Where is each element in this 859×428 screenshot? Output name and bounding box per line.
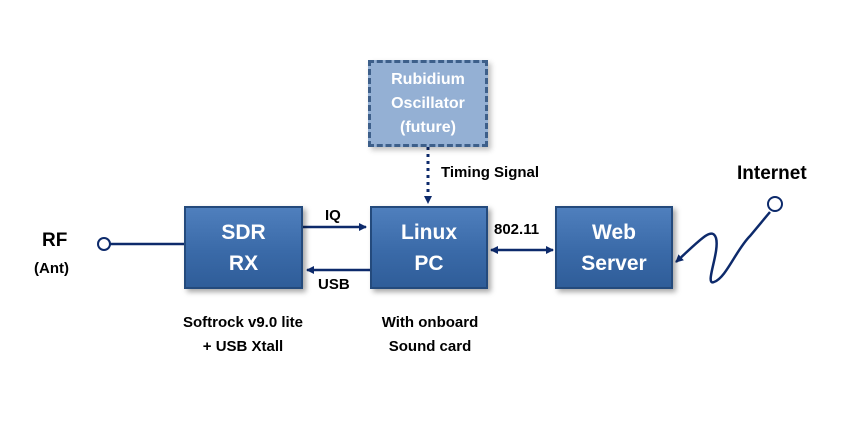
wifi-label: 802.11 bbox=[494, 221, 540, 238]
linux-caption-line2: Sound card bbox=[388, 338, 472, 355]
usb-label: USB bbox=[318, 276, 350, 293]
sdr-caption-line1: Softrock v9.0 lite bbox=[182, 314, 304, 331]
internet-link bbox=[675, 211, 771, 284]
sdr-line2: RX bbox=[228, 251, 259, 275]
sdr-caption-line2: + USB Xtall bbox=[202, 338, 284, 355]
rubidium-oscillator-box: Rubidium Oscillator (future) bbox=[368, 60, 488, 147]
rf-label: RF bbox=[42, 230, 68, 251]
rubidium-line1: Rubidium bbox=[391, 70, 465, 88]
rubidium-line2: Oscillator bbox=[391, 94, 465, 112]
linux-pc-box: Linux PC bbox=[370, 206, 488, 289]
internet-terminal-icon bbox=[767, 196, 783, 212]
ant-label: (Ant) bbox=[34, 260, 69, 277]
web-server-box: Web Server bbox=[555, 206, 673, 289]
web-line2: Server bbox=[581, 251, 647, 275]
linux-line1: Linux bbox=[401, 220, 457, 244]
internet-label: Internet bbox=[737, 163, 807, 184]
linux-caption-line1: With onboard bbox=[381, 314, 479, 331]
rf-antenna-terminal-icon bbox=[97, 237, 111, 251]
linux-line2: PC bbox=[414, 251, 444, 275]
rubidium-line3: (future) bbox=[400, 118, 456, 136]
sdr-line1: SDR bbox=[221, 220, 266, 244]
iq-label: IQ bbox=[325, 207, 341, 224]
sdr-rx-box: SDR RX bbox=[184, 206, 303, 289]
web-line1: Web bbox=[592, 220, 636, 244]
sdr-caption: Softrock v9.0 lite + USB Xtall bbox=[163, 311, 323, 359]
linux-caption: With onboard Sound card bbox=[360, 311, 500, 359]
timing-signal-label: Timing Signal bbox=[441, 164, 540, 181]
